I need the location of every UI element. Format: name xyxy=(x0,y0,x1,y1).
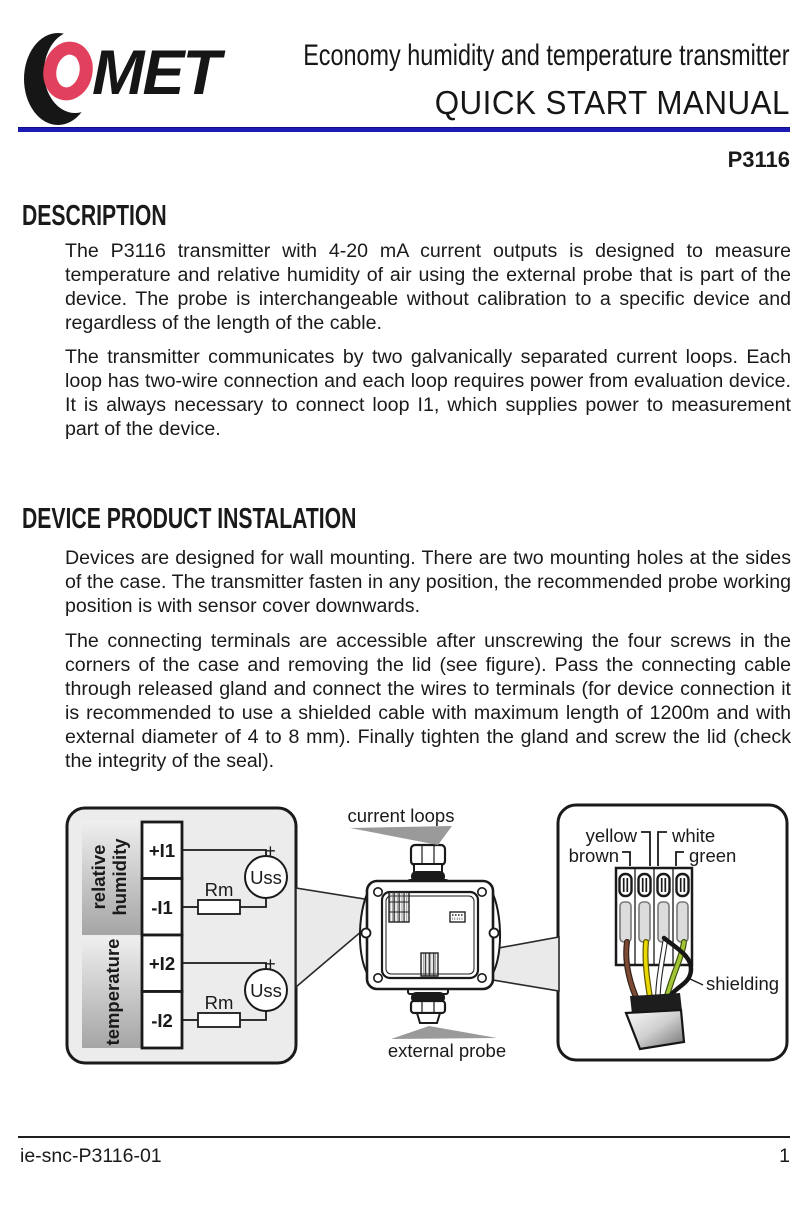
wire-label-green: green xyxy=(689,845,736,866)
bottom-cable-gland xyxy=(407,985,449,1024)
footer-rule xyxy=(18,1136,790,1138)
logo-o-ring xyxy=(43,41,93,101)
wire-label-shielding: shielding xyxy=(706,973,779,994)
paragraph: The P3116 transmitter with 4-20 mA curre… xyxy=(65,240,791,334)
paragraph: Devices are designed for wall mounting. … xyxy=(65,547,791,617)
wire-shielding xyxy=(661,935,694,1005)
source-uss-1 xyxy=(244,855,288,899)
shielding-leader xyxy=(687,977,704,986)
polarity-plus-2: + xyxy=(265,953,276,974)
uss-label-2: Uss xyxy=(250,980,282,1001)
terminal-plus-i1: +I1 xyxy=(149,840,175,861)
loop-terminal-block xyxy=(388,891,410,923)
jumper-connector xyxy=(449,911,466,923)
current-loops-arrow xyxy=(350,826,452,845)
channel-label-humidity: humidity xyxy=(109,838,130,916)
temperature-channel-shade xyxy=(82,937,142,1048)
model-number: P3116 xyxy=(727,147,790,172)
resistor-rm-2 xyxy=(197,1012,241,1028)
terminal-minus-i1: -I1 xyxy=(151,897,173,918)
section-heading-description: DESCRIPTION xyxy=(22,200,167,232)
external-probe-label: external probe xyxy=(388,1040,506,1061)
rm-label-1: Rm xyxy=(205,879,234,900)
terminal-strip xyxy=(140,820,184,1050)
corner-screws xyxy=(372,886,487,983)
humidity-channel-shade xyxy=(82,820,142,935)
cable-sheath xyxy=(624,1008,686,1051)
wire-label-yellow: yellow xyxy=(586,825,638,846)
mounting-hole-right xyxy=(488,927,500,939)
channel-label-relative: relative xyxy=(88,845,109,910)
comet-logo: MET xyxy=(24,33,228,125)
paragraph: The connecting terminals are accessible … xyxy=(65,630,791,772)
wiring-figure: relative humidity temperature Rm Uss + R… xyxy=(65,803,789,1065)
current-loop-2 xyxy=(182,962,288,1028)
page-number: 1 xyxy=(779,1145,790,1167)
doc-title: QUICK START MANUAL xyxy=(434,84,790,121)
doc-subtitle: Economy humidity and temperature transmi… xyxy=(303,39,790,72)
transmitter-device xyxy=(358,843,502,1024)
cable-band xyxy=(630,993,682,1014)
header-rule xyxy=(18,127,790,132)
wire-label-white: white xyxy=(671,825,715,846)
probe-wire-terminal: yellow white brown green shielding xyxy=(569,825,779,1051)
channel-label-temperature: temperature xyxy=(102,939,123,1046)
rm-label-2: Rm xyxy=(205,992,234,1013)
wire-label-leaders xyxy=(622,831,684,866)
document-id: ie-snc-P3116-01 xyxy=(20,1145,162,1167)
schematic-panel: relative humidity temperature Rm Uss + R… xyxy=(65,806,298,1065)
terminal-plus-i2: +I2 xyxy=(149,953,175,974)
current-loops-label: current loops xyxy=(348,805,455,826)
resistor-rm-1 xyxy=(197,899,241,915)
paragraph: The transmitter communicates by two galv… xyxy=(65,346,791,440)
wire-label-brown: brown xyxy=(569,845,619,866)
current-loop-1 xyxy=(182,849,288,915)
terminal-minus-i2: -I2 xyxy=(151,1010,173,1031)
section-heading-installation: DEVICE PRODUCT INSTALATION xyxy=(22,503,357,535)
mounting-hole-left xyxy=(360,927,372,939)
clamp-openings xyxy=(618,872,690,898)
uss-label-1: Uss xyxy=(250,867,282,888)
logo-met-text: MET xyxy=(92,38,226,108)
probe-terminal-block xyxy=(420,952,439,977)
polarity-plus-1: + xyxy=(265,840,276,861)
source-uss-2 xyxy=(244,968,288,1012)
external-probe-arrow xyxy=(391,1026,497,1039)
